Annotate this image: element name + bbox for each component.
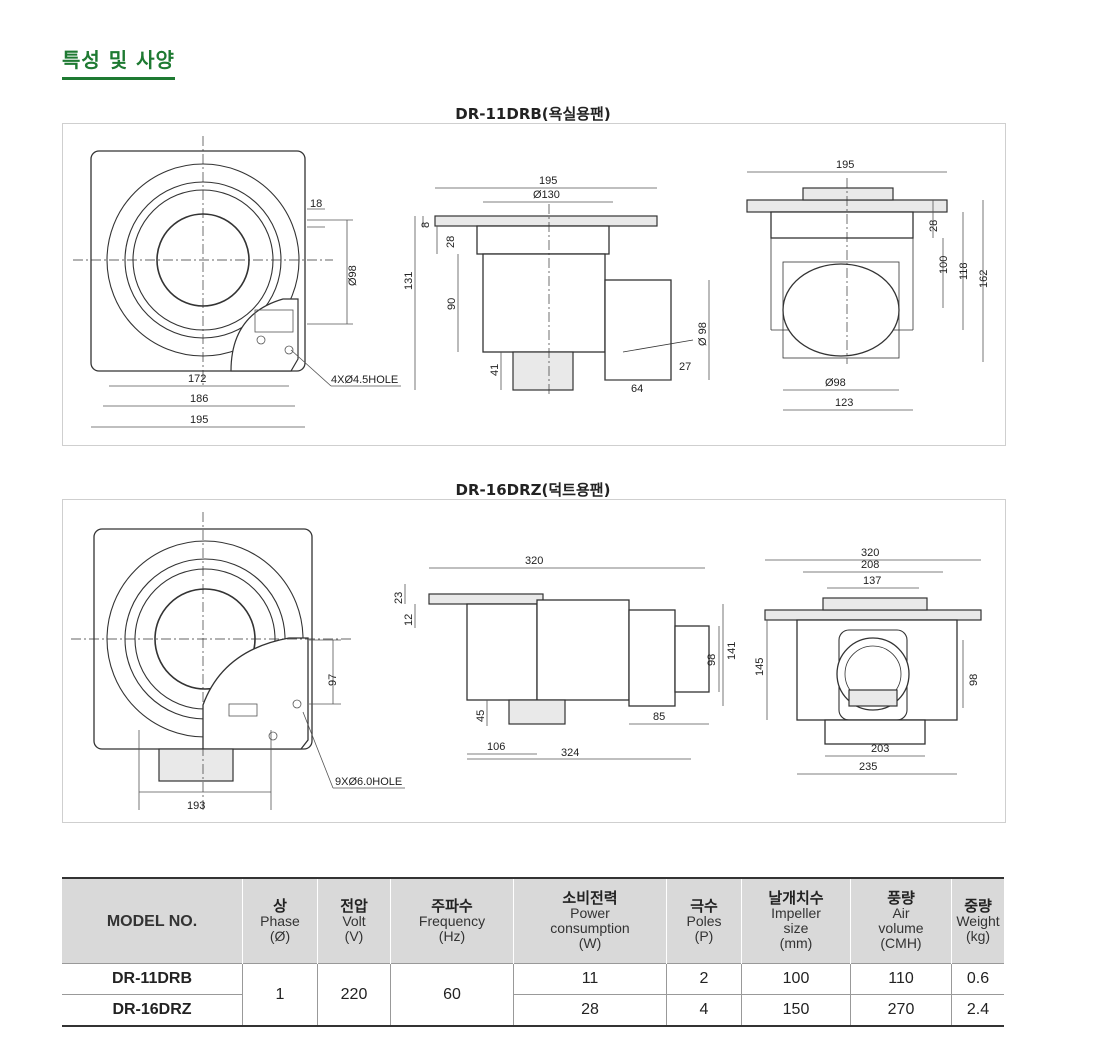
dim-front-97: 97 bbox=[327, 674, 339, 686]
cell-air-volume: 270 bbox=[850, 994, 952, 1026]
dim-rear-235: 235 bbox=[859, 761, 877, 773]
dim-side-28: 28 bbox=[445, 236, 457, 248]
dim-front-172: 172 bbox=[188, 373, 206, 385]
dim-rear-320: 320 bbox=[861, 547, 879, 559]
dim-side-outlet: Ø 98 bbox=[697, 322, 709, 346]
dim-rear-28: 28 bbox=[928, 220, 940, 232]
dim-side-27: 27 bbox=[679, 361, 691, 373]
hole-note: 4XØ4.5HOLE bbox=[331, 374, 398, 386]
dim-rear-100: 100 bbox=[938, 256, 950, 274]
dim-rear-208: 208 bbox=[861, 559, 879, 571]
dim-side-90: 90 bbox=[446, 298, 458, 310]
dim-side-106: 106 bbox=[487, 741, 505, 753]
dim-rear-d98: Ø98 bbox=[825, 377, 846, 389]
dim-front-195: 195 bbox=[190, 414, 208, 426]
dim-front-d98: Ø98 bbox=[347, 265, 359, 286]
dim-side-64: 64 bbox=[631, 383, 643, 395]
cell-model: DR-16DRZ bbox=[62, 994, 243, 1026]
dim-rear-145: 145 bbox=[754, 658, 766, 676]
dim-rear-123: 123 bbox=[835, 397, 853, 409]
table-row: DR-16DRZ 28 4 150 270 2.4 bbox=[62, 994, 1004, 1026]
dim-side-141: 141 bbox=[726, 642, 738, 660]
dim-side-131: 131 bbox=[403, 272, 415, 290]
dim-rear-203: 203 bbox=[871, 743, 889, 755]
cell-air-volume: 110 bbox=[850, 963, 952, 995]
dim-rear-118: 118 bbox=[958, 262, 970, 280]
cell-phase: 1 bbox=[242, 963, 318, 1026]
hole-note: 9XØ6.0HOLE bbox=[335, 776, 402, 788]
side-view: 320 23 12 98 141 85 45 106 324 bbox=[393, 555, 738, 760]
rear-view: 320 208 137 145 98 203 235 bbox=[754, 547, 982, 775]
dim-side-98: 98 bbox=[706, 654, 718, 666]
drawing-dr-11drb: 18 Ø98 4XØ4.5HOLE 172 186 195 195 Ø130 8… bbox=[73, 136, 990, 428]
dim-side-324: 324 bbox=[561, 747, 579, 759]
section-title: 특성 및 사양 bbox=[62, 44, 175, 80]
dim-side-85: 85 bbox=[653, 711, 665, 723]
dim-side-320: 320 bbox=[525, 555, 543, 567]
dim-front-18: 18 bbox=[310, 198, 322, 210]
header-model: MODEL NO. bbox=[62, 878, 243, 964]
table-row: DR-11DRB 1 220 60 11 2 100 110 0.6 bbox=[62, 963, 1004, 1026]
drawing-panel-dr-16drz: 97 9XØ6.0HOLE 193 320 23 12 98 141 85 45… bbox=[62, 499, 1006, 823]
cell-power: 28 bbox=[513, 994, 667, 1026]
model-title-dr-11drb: DR-11DRB(욕실용팬) bbox=[455, 105, 611, 123]
cell-impeller: 150 bbox=[741, 994, 851, 1026]
dim-rear-162: 162 bbox=[978, 270, 990, 288]
cell-impeller: 100 bbox=[741, 963, 851, 995]
dim-rear-137: 137 bbox=[863, 575, 881, 587]
front-view: 18 Ø98 4XØ4.5HOLE 172 186 195 bbox=[73, 136, 401, 428]
dim-side-12: 12 bbox=[403, 614, 415, 626]
cell-poles: 4 bbox=[666, 994, 742, 1026]
cell-weight: 2.4 bbox=[951, 994, 1004, 1026]
front-view: 97 9XØ6.0HOLE 193 bbox=[71, 512, 405, 812]
drawing-panel-dr-11drb: 18 Ø98 4XØ4.5HOLE 172 186 195 195 Ø130 8… bbox=[62, 123, 1006, 446]
dim-side-195: 195 bbox=[539, 175, 557, 187]
rear-view: 195 28 100 118 162 Ø98 123 bbox=[746, 159, 990, 411]
cell-power: 11 bbox=[513, 963, 667, 995]
dim-side-45: 45 bbox=[475, 710, 487, 722]
dim-rear-98: 98 bbox=[968, 674, 980, 686]
cell-volt: 220 bbox=[317, 963, 391, 1026]
dim-side-d130: Ø130 bbox=[533, 189, 560, 201]
drawing-dr-16drz: 97 9XØ6.0HOLE 193 320 23 12 98 141 85 45… bbox=[71, 512, 982, 812]
dim-front-193: 193 bbox=[187, 800, 205, 812]
cell-model: DR-11DRB bbox=[62, 963, 243, 995]
cell-poles: 2 bbox=[666, 963, 742, 995]
dim-rear-195: 195 bbox=[836, 159, 854, 171]
dim-side-41: 41 bbox=[489, 364, 501, 376]
model-title-dr-16drz: DR-16DRZ(덕트용팬) bbox=[455, 481, 611, 499]
dim-side-8: 8 bbox=[420, 222, 432, 228]
dim-front-186: 186 bbox=[190, 393, 208, 405]
cell-weight: 0.6 bbox=[951, 963, 1004, 995]
dim-side-23: 23 bbox=[393, 592, 405, 604]
side-view: 195 Ø130 8 28 131 90 41 Ø 98 27 64 bbox=[403, 175, 710, 395]
cell-frequency: 60 bbox=[390, 963, 514, 1026]
